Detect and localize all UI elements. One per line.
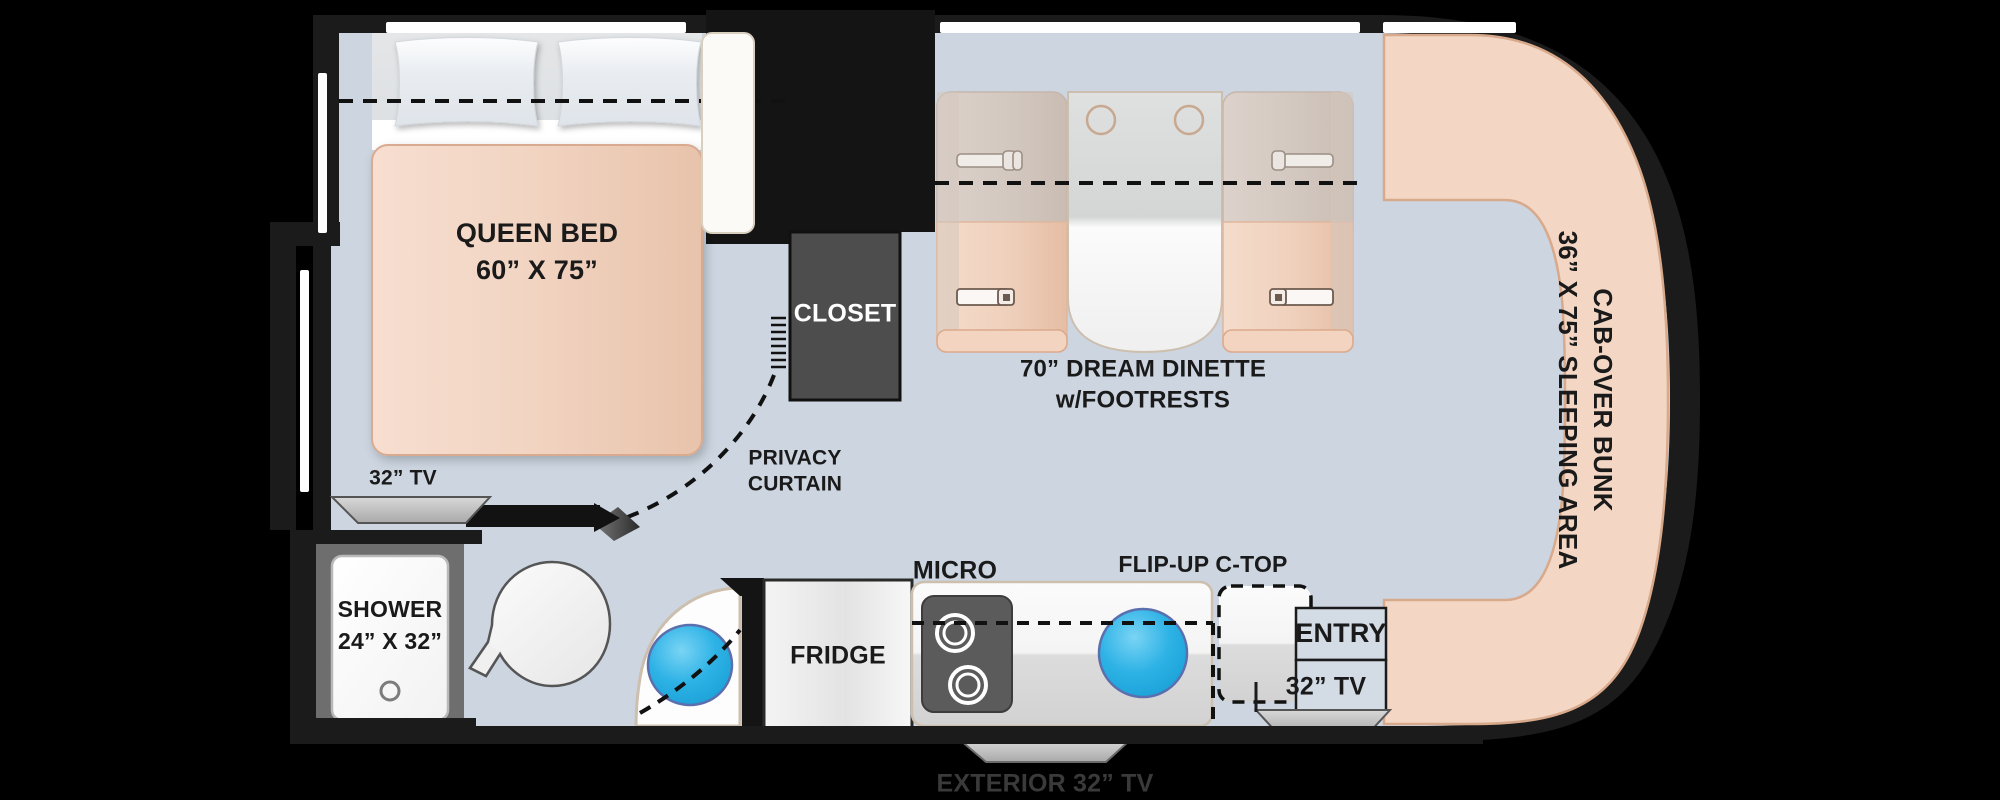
fridge-label: FRIDGE: [790, 642, 886, 670]
window-dinette-top: [940, 22, 1360, 33]
cabover-bunk-shape: [1382, 33, 1670, 726]
bathroom-door-swing: [639, 628, 742, 715]
galley-divider-wall: [742, 582, 764, 726]
entry-door-upper[interactable]: [1294, 606, 1388, 662]
shower-label-line2: 24” X 32”: [338, 628, 442, 654]
lavatory-sink-icon: [646, 623, 734, 707]
lavatory-group: [634, 586, 742, 728]
dinette-seat-right: [1222, 91, 1354, 353]
privacy-curtain-group: PRIVACY CURTAIN: [466, 374, 842, 541]
bedroom-tv-group: 32” TV: [329, 467, 493, 524]
exterior-tv-group: EXTERIOR 32” TV: [937, 739, 1154, 798]
bedroom-partition-walls: [270, 10, 935, 530]
flip-up-ctop-group[interactable]: FLIP-UP C-TOP: [1118, 551, 1313, 704]
dinette-group: 70” DREAM DINETTE w/FOOTRESTS: [935, 91, 1360, 413]
dinette-seatbelt-right-lower: [1269, 288, 1334, 306]
kitchen-group: FRIDGE MICRO EXTERIOR 32” TV: [762, 557, 1215, 798]
closet-group[interactable]: CLOSET: [771, 230, 902, 402]
bathroom-top-wall: [296, 530, 482, 544]
chassis-bath-rail: [296, 718, 476, 744]
curtain-wall-stub: [466, 505, 600, 527]
burner-rear-icon: [935, 613, 975, 653]
chassis-bottom-rail: [313, 726, 1483, 744]
chassis-left-rail: [290, 530, 316, 744]
entry-door-lower[interactable]: [1294, 658, 1388, 714]
dinette-seatbelt-left-upper: [956, 150, 1023, 171]
window-bedroom-left-lower: [300, 270, 309, 492]
bathroom-group: SHOWER 24” X 32”: [296, 530, 764, 732]
dinette-label-line2: w/FOOTRESTS: [1055, 386, 1230, 413]
dinette-footrest-left: [936, 329, 1068, 353]
bedroom-wardrobe: [701, 32, 755, 234]
cupholder-right: [1173, 104, 1205, 136]
exterior-tv-label: EXTERIOR 32” TV: [937, 770, 1154, 798]
micro-label: MICRO: [913, 557, 997, 585]
entry-label: ENTRY: [1295, 618, 1387, 648]
pillow-right: [557, 37, 702, 127]
shower-label-line1: SHOWER: [338, 596, 443, 622]
toilet-icon: [468, 560, 612, 688]
dinette-seatbelt-right-upper: [1271, 150, 1334, 171]
queen-bed-mattress: [371, 144, 703, 456]
privacy-curtain-label-line1: PRIVACY: [748, 447, 841, 470]
shower-drain-icon: [379, 680, 401, 702]
cabover-bunk-label-line1: CAB-OVER BUNK: [1588, 288, 1618, 512]
closet-door-accordion: [771, 316, 786, 369]
cupholder-left: [1085, 104, 1117, 136]
pillow-left: [394, 37, 539, 127]
cabover-bunk-group: CAB-OVER BUNK 36” X 75” SLEEPING AREA: [1382, 33, 1670, 726]
window-bedroom-left-upper: [318, 73, 327, 233]
bedroom-tv-icon: [329, 496, 493, 524]
entry-group[interactable]: ENTRY 32” TV: [1253, 606, 1393, 735]
bedroom-group: [339, 32, 790, 456]
window-cabover-top: [1383, 22, 1516, 33]
flip-up-ctop-label: FLIP-UP C-TOP: [1118, 551, 1287, 577]
dinette-seat-left: [936, 91, 1068, 353]
galley-divider-nub: [720, 578, 764, 596]
closet-label: CLOSET: [794, 300, 897, 328]
entry-tv-label: 32” TV: [1286, 673, 1367, 701]
queen-bed-label-line1: QUEEN BED: [456, 218, 618, 248]
partition-block-upper: [706, 10, 935, 244]
queen-bed-label-line2: 60” X 75”: [476, 255, 598, 285]
privacy-curtain-label-line2: CURTAIN: [748, 473, 842, 496]
dinette-footrest-right: [1222, 329, 1354, 353]
kitchen-sink-icon: [1097, 607, 1189, 699]
dinette-table: [1067, 91, 1223, 354]
privacy-curtain-bar: [594, 507, 640, 541]
closet-box[interactable]: [788, 230, 902, 402]
bedroom-top-wall: [313, 15, 341, 31]
burner-front-inner-icon: [955, 672, 981, 698]
cabover-bunk-label-line2: 36” X 75” SLEEPING AREA: [1553, 231, 1583, 570]
curtain-wall-tip: [594, 503, 620, 532]
bedroom-tv-label: 32” TV: [369, 467, 437, 490]
dinette-label-line1: 70” DREAM DINETTE: [1020, 355, 1266, 382]
chassis-group: [290, 530, 1483, 744]
dinette-seatbelt-left-lower: [956, 288, 1015, 306]
privacy-curtain-arc: [624, 374, 776, 520]
window-bedroom-top: [386, 22, 686, 33]
bedroom-step-wall: [270, 222, 340, 530]
burner-front-icon: [948, 665, 988, 705]
